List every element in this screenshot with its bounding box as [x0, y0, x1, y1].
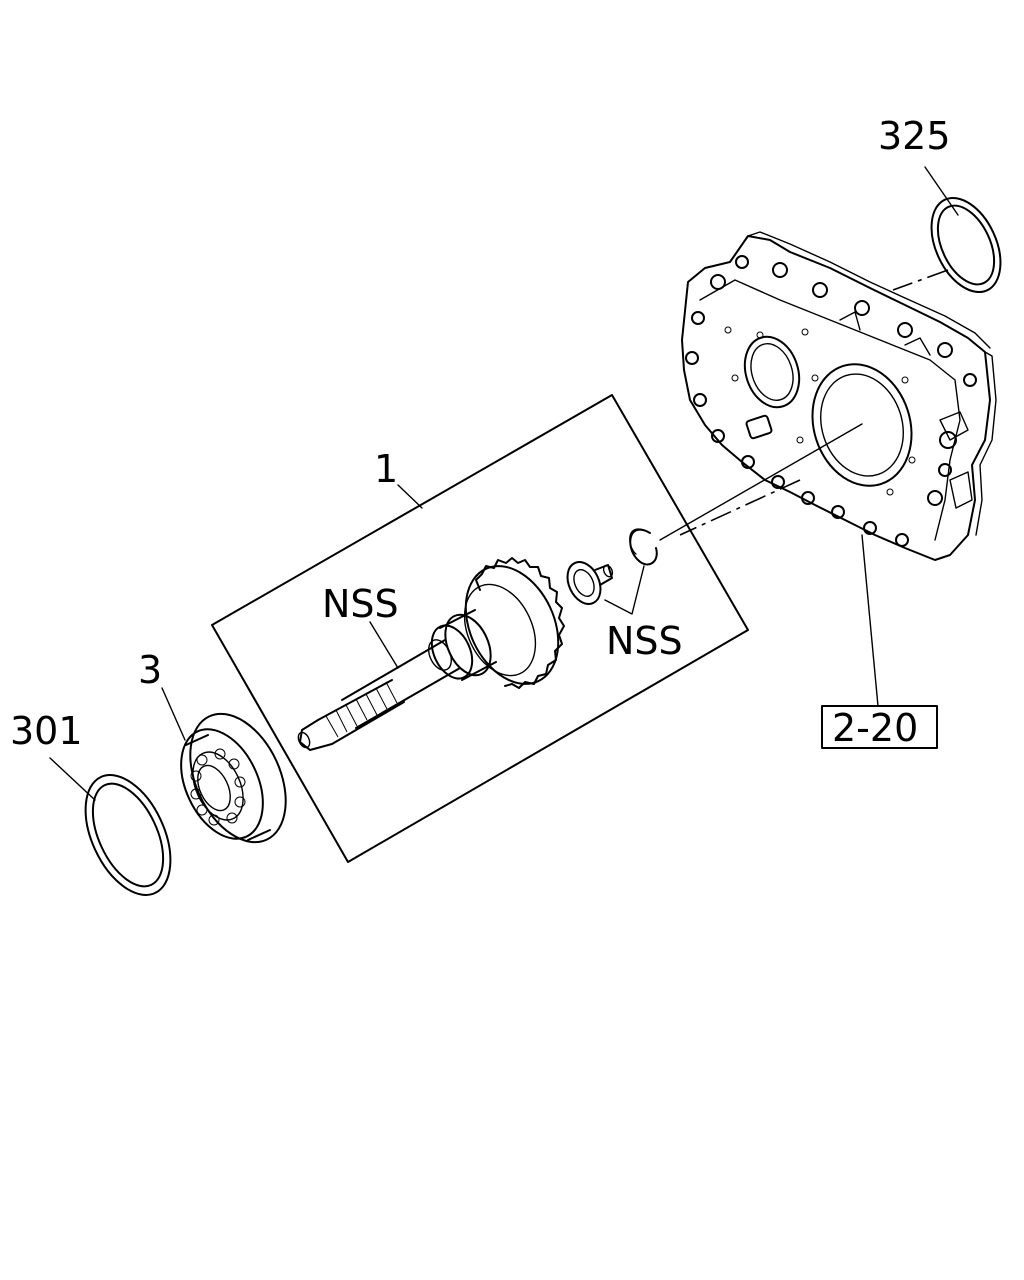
callout-nss-clip: NSS: [606, 619, 683, 663]
input-shaft[interactable]: [296, 551, 576, 751]
reference-box-2-20[interactable]: [821, 705, 938, 749]
assembly-line-325: [892, 269, 949, 291]
leader-1: [397, 484, 423, 509]
case-bearing-bore: [811, 363, 913, 487]
leader-nss-shaft: [369, 621, 399, 669]
shim-ring-301[interactable]: [68, 762, 187, 908]
assembly-centerline: [679, 479, 801, 536]
leader-nss-clip: [604, 565, 645, 615]
case-bolt-holes: [685, 255, 977, 547]
thrust-washer[interactable]: [561, 557, 614, 610]
seal-ring-325[interactable]: [918, 187, 1015, 303]
callout-301: 301: [10, 709, 83, 753]
assembly-1-frame: [211, 394, 749, 863]
case-port: [745, 414, 773, 440]
leader-301: [49, 757, 96, 801]
leader-3: [161, 687, 186, 741]
callout-325: 325: [878, 114, 951, 158]
leader-325: [924, 166, 959, 216]
leader-2-20: [861, 534, 879, 707]
transmission-case[interactable]: [681, 231, 997, 561]
ball-bearing-3[interactable]: [165, 699, 305, 858]
leader-assembly-to-case: [659, 423, 863, 541]
callout-nss-shaft: NSS: [322, 582, 399, 626]
snap-ring[interactable]: [629, 528, 658, 566]
callout-3: 3: [138, 648, 162, 692]
callout-1: 1: [374, 447, 398, 491]
callout-2-20: 2-20: [832, 706, 918, 750]
